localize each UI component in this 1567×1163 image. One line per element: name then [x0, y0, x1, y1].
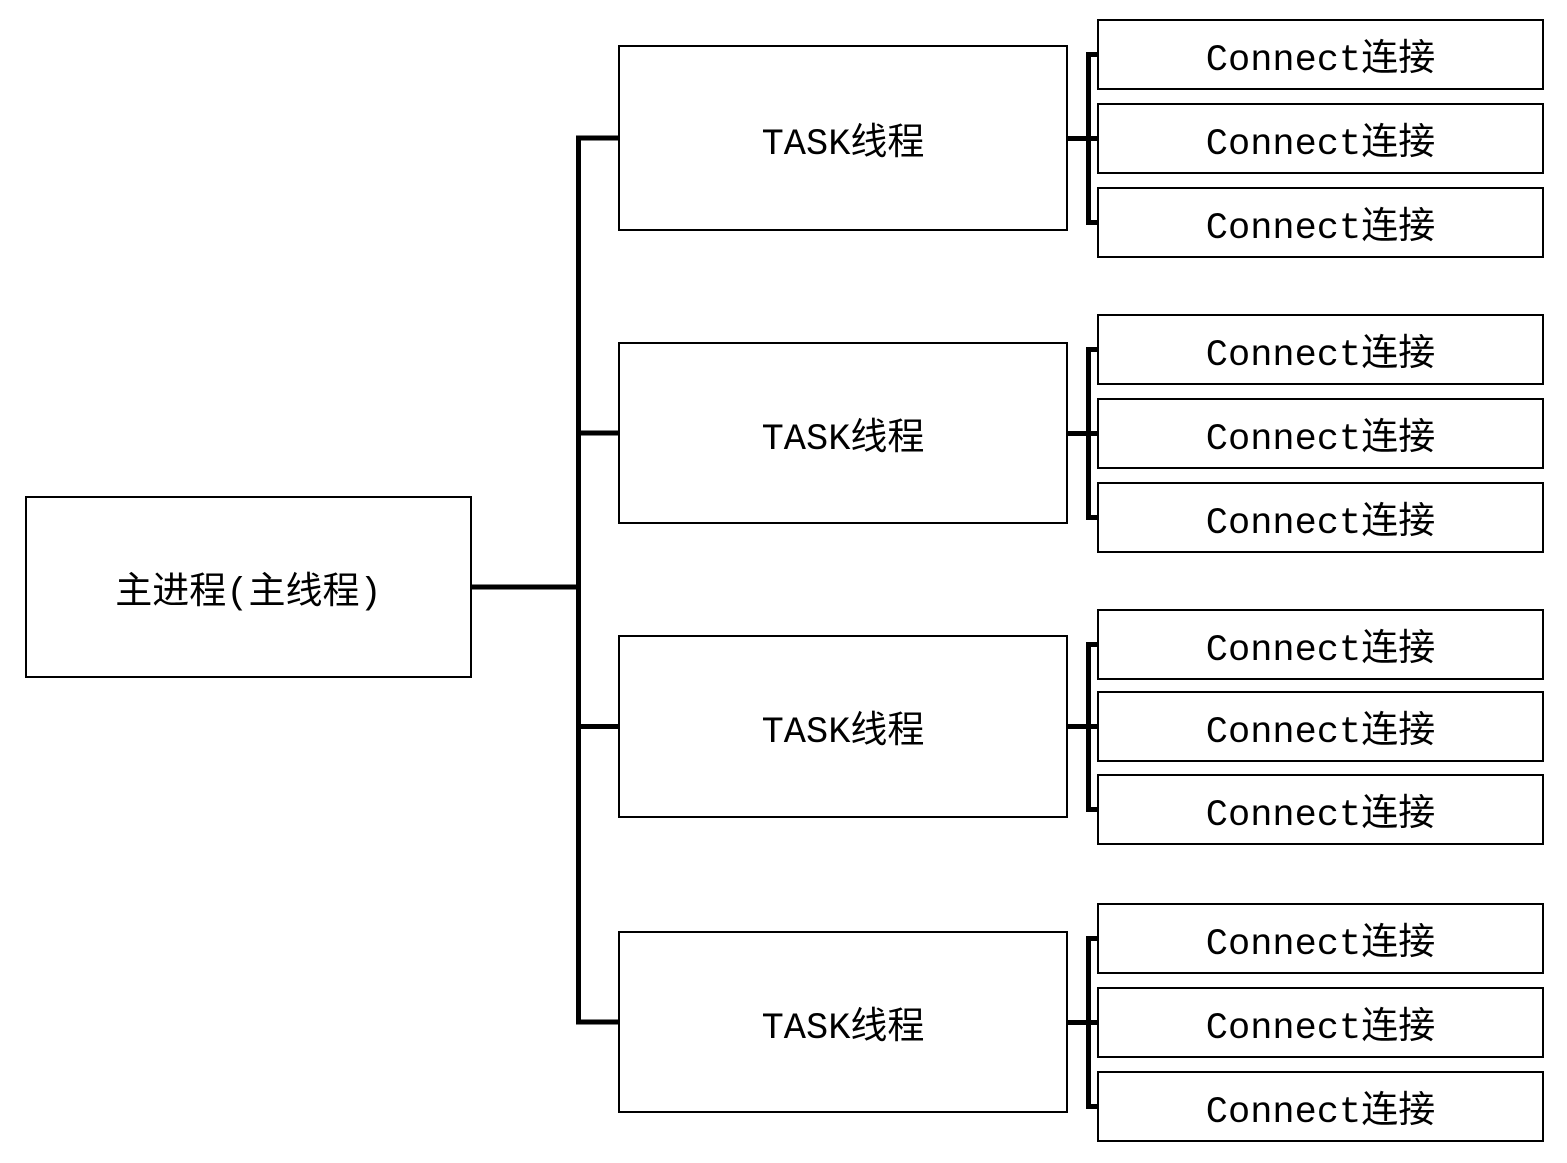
connect-box-3-2: Connect连接: [1097, 691, 1544, 762]
task-thread-label: TASK线程: [761, 1007, 925, 1050]
connect-label: Connect连接: [1205, 40, 1436, 82]
main-process-label: 主进程(主线程): [115, 572, 382, 615]
main-process-box: 主进程(主线程): [25, 496, 472, 678]
connect-box-3-1: Connect连接: [1097, 609, 1544, 680]
task-thread-label: TASK线程: [761, 712, 925, 754]
connect-label: Connect连接: [1205, 630, 1436, 672]
connect-box-2-1: Connect连接: [1097, 314, 1544, 385]
task-thread-box-3: TASK线程: [618, 635, 1068, 818]
connect-box-3-3: Connect连接: [1097, 774, 1544, 845]
task-thread-box-1: TASK线程: [618, 45, 1068, 231]
task-thread-label: TASK线程: [761, 123, 925, 166]
connect-label: Connect连接: [1205, 124, 1436, 166]
connect-label: Connect连接: [1205, 1092, 1436, 1134]
connect-label: Connect连接: [1205, 419, 1436, 461]
connect-label: Connect连接: [1205, 924, 1436, 966]
connect-box-4-1: Connect连接: [1097, 903, 1544, 974]
connect-box-1-2: Connect连接: [1097, 103, 1544, 174]
connect-box-2-2: Connect连接: [1097, 398, 1544, 469]
task-thread-label: TASK线程: [761, 418, 925, 461]
connect-label: Connect连接: [1205, 795, 1436, 837]
connect-label: Connect连接: [1205, 712, 1436, 754]
connect-box-2-3: Connect连接: [1097, 482, 1544, 553]
task-thread-box-4: TASK线程: [618, 931, 1068, 1113]
connect-box-4-2: Connect连接: [1097, 987, 1544, 1058]
connect-label: Connect连接: [1205, 208, 1436, 250]
connect-label: Connect连接: [1205, 335, 1436, 377]
connect-box-1-3: Connect连接: [1097, 187, 1544, 258]
connect-label: Connect连接: [1205, 503, 1436, 545]
task-thread-box-2: TASK线程: [618, 342, 1068, 524]
connect-box-1-1: Connect连接: [1097, 19, 1544, 90]
connect-label: Connect连接: [1205, 1008, 1436, 1050]
connect-box-4-3: Connect连接: [1097, 1071, 1544, 1142]
